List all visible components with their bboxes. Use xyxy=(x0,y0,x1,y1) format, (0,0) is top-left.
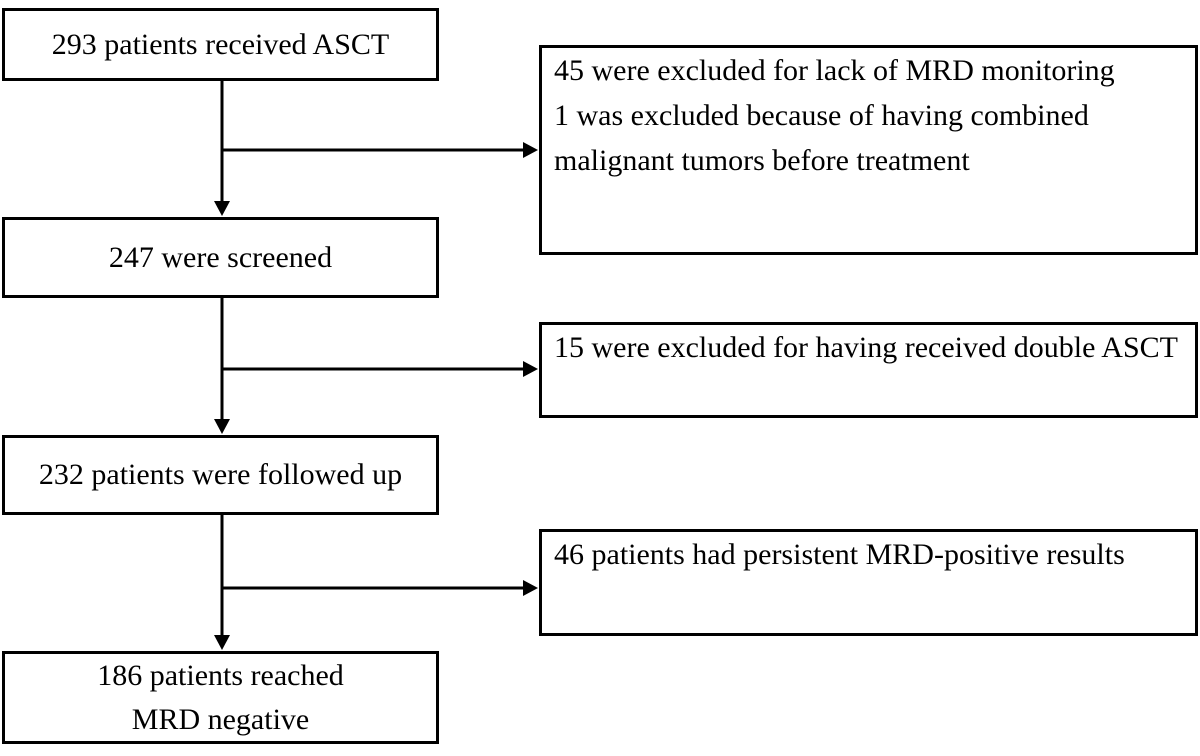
arrowhead-branch-excluded-3 xyxy=(523,580,538,596)
node-excluded-double-asct-label: 15 were excluded for having received dou… xyxy=(554,331,1178,364)
arrowhead-followed-to-mrdneg xyxy=(214,635,230,650)
arrowhead-branch-excluded-1 xyxy=(523,142,538,158)
node-mrd-negative-line1: 186 patients reached xyxy=(97,658,344,692)
node-persistent-mrd-positive: 46 patients had persistent MRD-positive … xyxy=(539,529,1198,636)
node-screened: 247 were screened xyxy=(2,217,439,298)
node-received-asct: 293 patients received ASCT xyxy=(2,8,439,81)
arrowhead-screened-to-followed xyxy=(214,419,230,434)
node-followed-up-label: 232 patients were followed up xyxy=(38,458,403,491)
node-excluded-after-asct-line1: 45 were excluded for lack of MRD monitor… xyxy=(554,54,1115,87)
node-mrd-negative: 186 patients reached MRD negative xyxy=(2,651,439,744)
arrowhead-received-to-screened xyxy=(214,201,230,216)
node-excluded-double-asct: 15 were excluded for having received dou… xyxy=(539,322,1198,418)
node-received-asct-label: 293 patients received ASCT xyxy=(51,27,390,61)
node-excluded-after-asct-line2: 1 was excluded because of having combine… xyxy=(554,99,1089,177)
node-screened-label: 247 were screened xyxy=(108,240,333,274)
node-mrd-negative-line2: MRD negative xyxy=(131,702,310,736)
arrowhead-branch-excluded-2 xyxy=(523,361,538,377)
node-persistent-mrd-positive-label: 46 patients had persistent MRD-positive … xyxy=(554,538,1125,571)
node-followed-up: 232 patients were followed up xyxy=(2,435,439,515)
node-excluded-after-asct: 45 were excluded for lack of MRD monitor… xyxy=(539,45,1198,255)
